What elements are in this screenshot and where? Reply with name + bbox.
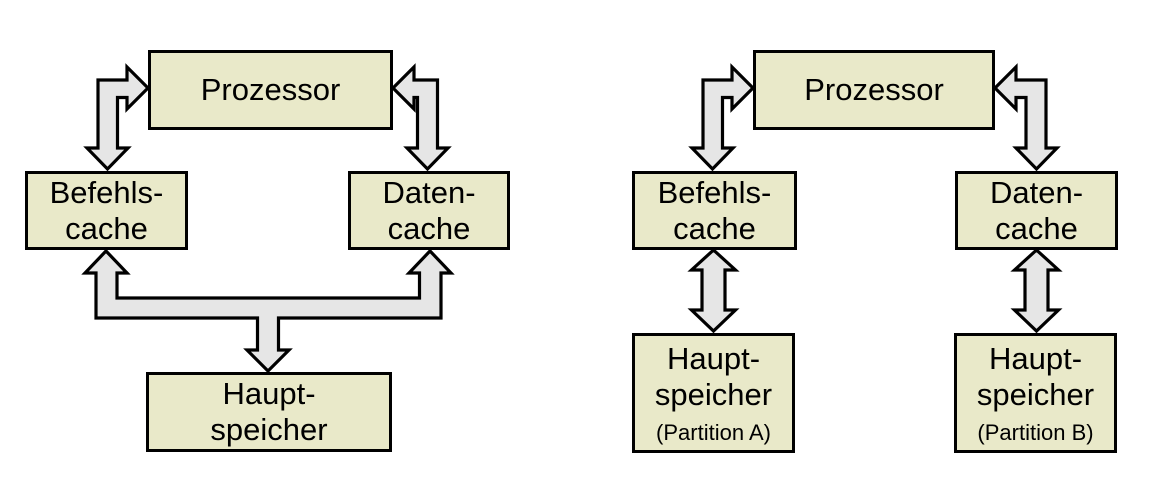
data-cache-right-label-line2: cache (995, 210, 1078, 246)
main-memory-left-label-line1: Haupt- (222, 376, 316, 412)
processor-right-label: Prozessor (804, 72, 944, 108)
main-memory-left-label-line2: speicher (210, 412, 328, 447)
arrow-processor-instructioncache-right (688, 63, 756, 172)
arrow-processor-instructioncache-left (83, 63, 151, 172)
main-memory-a-label-line1: Haupt- (666, 340, 761, 376)
box-main-memory-left: Haupt- speicher (146, 372, 392, 452)
instruction-cache-left-label-line1: Befehls- (49, 174, 164, 210)
arrow-processor-datacache-right (992, 63, 1061, 172)
box-data-cache-right: Daten- cache (955, 171, 1118, 250)
arrow-instructioncache-partitionA (687, 247, 740, 334)
instruction-cache-right-label-line1: Befehls- (657, 174, 772, 210)
box-main-memory-partition-b: Haupt- speicher (Partition B) (954, 333, 1117, 453)
main-memory-b-label-line2: speicher (976, 376, 1095, 412)
instruction-cache-left-label-line2: cache (65, 210, 148, 246)
arrow-datacache-partitionB (1010, 247, 1063, 334)
data-cache-left-label-line2: cache (387, 210, 471, 246)
main-memory-a-partition-label: (Partition A) (656, 419, 771, 445)
processor-left-label: Prozessor (200, 72, 341, 108)
arrow-caches-mainmemory-trident (81, 248, 455, 374)
box-instruction-cache-left: Befehls- cache (25, 171, 188, 250)
box-instruction-cache-right: Befehls- cache (632, 171, 797, 250)
box-processor-left: Prozessor (148, 50, 393, 130)
main-memory-b-label-line1: Haupt- (988, 340, 1083, 376)
main-memory-b-partition-label: (Partition B) (977, 419, 1094, 445)
instruction-cache-right-label-line2: cache (673, 210, 756, 246)
box-main-memory-partition-a: Haupt- speicher (Partition A) (632, 333, 795, 453)
box-processor-right: Prozessor (753, 50, 995, 130)
data-cache-left-label-line1: Daten- (382, 174, 476, 210)
main-memory-a-label-line2: speicher (654, 376, 773, 412)
data-cache-right-label-line1: Daten- (989, 174, 1084, 210)
box-data-cache-left: Daten- cache (348, 171, 510, 250)
arrow-processor-datacache-left (390, 63, 452, 172)
